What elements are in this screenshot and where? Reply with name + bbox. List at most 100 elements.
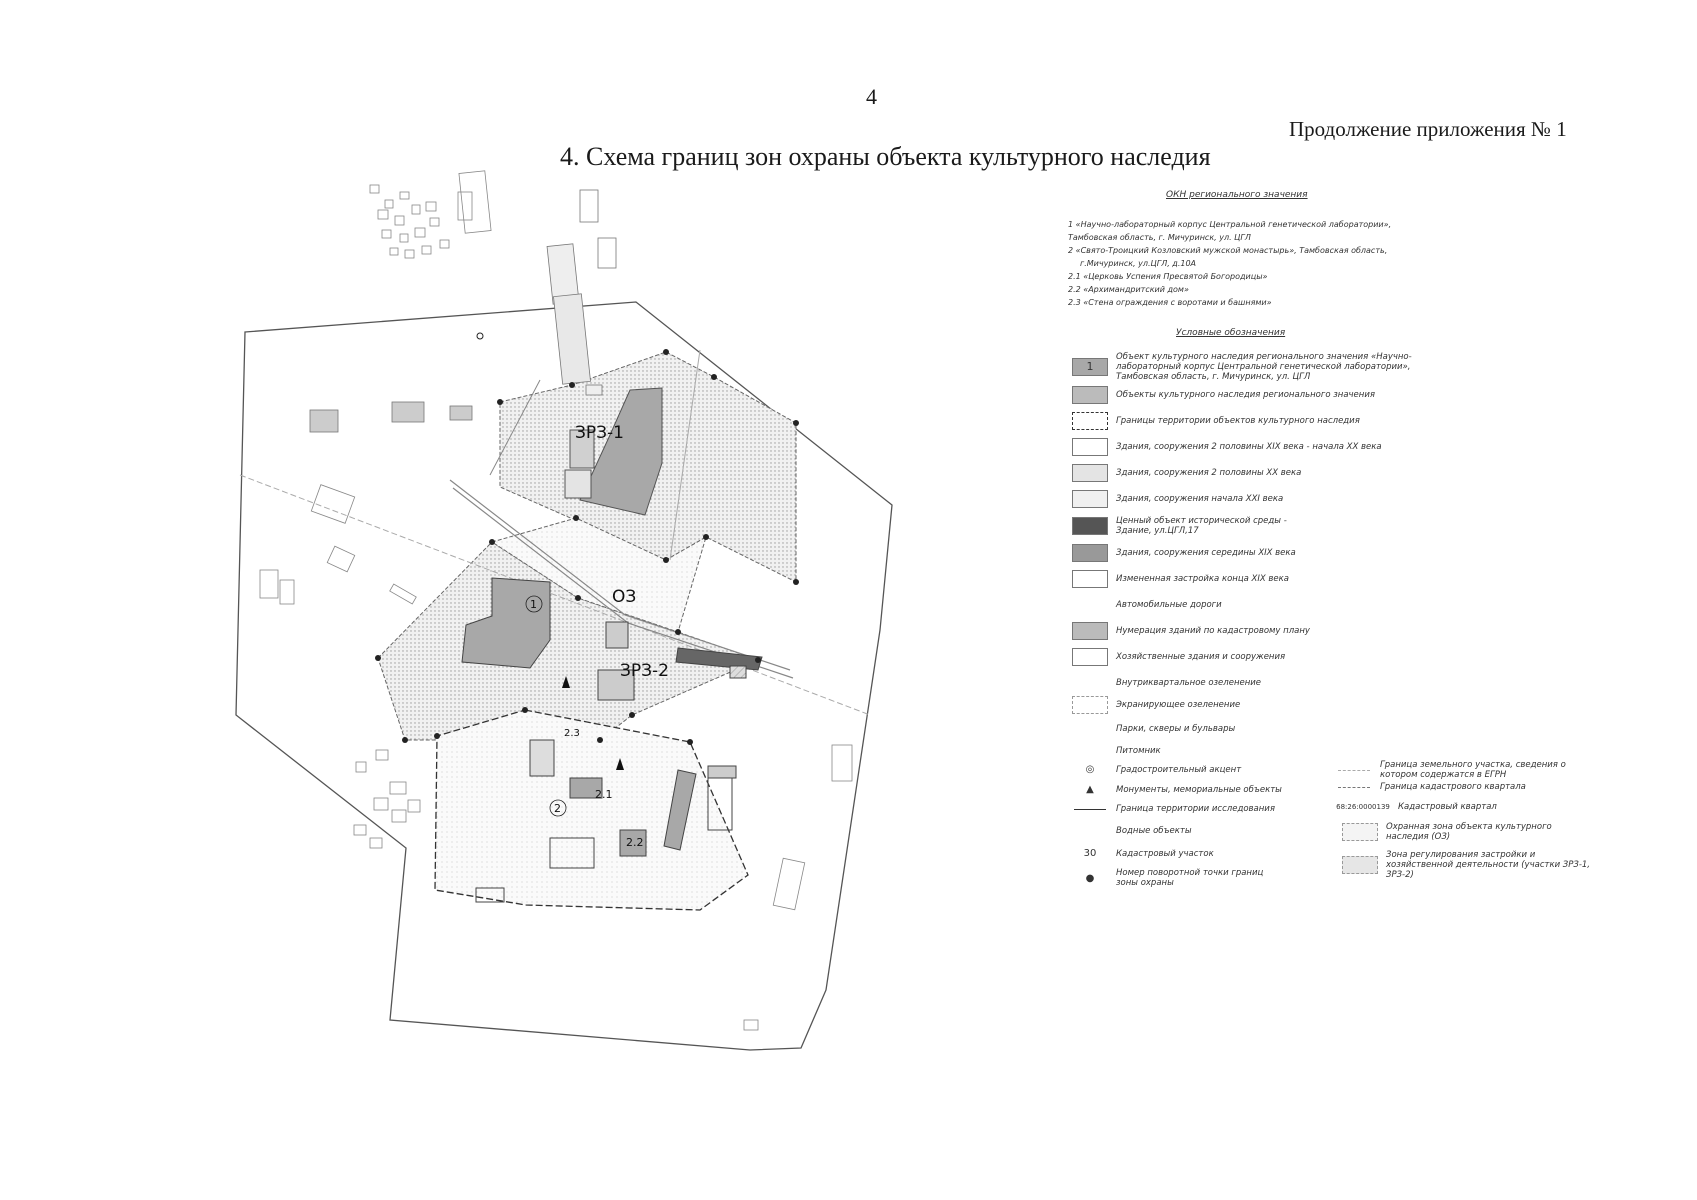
road bbox=[449, 479, 791, 671]
monument-icon bbox=[562, 676, 624, 770]
zr3-2-buildings bbox=[597, 621, 763, 701]
plot-boundary-icon bbox=[1336, 769, 1372, 771]
legend-swatch bbox=[1072, 742, 1108, 760]
okn-item: 2 «Свято-Троицкий Козловский мужской мон… bbox=[1068, 246, 1388, 255]
building-label-2: 2 bbox=[554, 802, 561, 815]
legend-swatch bbox=[1072, 648, 1108, 666]
legend-swatch bbox=[1342, 856, 1378, 874]
legend-label: Хозяйственные здания и сооружения bbox=[1116, 652, 1286, 662]
legend-swatch bbox=[1072, 412, 1108, 430]
legend-label: Граница территории исследования bbox=[1116, 804, 1275, 814]
legend-item: Объекты культурного наследия регионально… bbox=[1072, 386, 1375, 404]
legend-item: Ценный объект исторической среды - Здани… bbox=[1072, 516, 1302, 536]
legend-item: Зона регулирования застройки и хозяйстве… bbox=[1342, 850, 1592, 880]
legend-swatch bbox=[1072, 674, 1108, 692]
legend-label: Номер поворотной точки границ зоны охран… bbox=[1116, 868, 1264, 888]
legend-swatch bbox=[1072, 464, 1108, 482]
turning-points bbox=[375, 349, 799, 745]
building-label-2-2: 2.2 bbox=[626, 836, 644, 849]
legend-label: Водные объекты bbox=[1116, 826, 1192, 836]
zr3-1-buildings bbox=[564, 387, 663, 516]
legend-label: Градостроительный акцент bbox=[1116, 764, 1242, 775]
boundary-line-icon bbox=[1072, 808, 1108, 810]
legend-swatch bbox=[1072, 386, 1108, 404]
okn-item: 2.3 «Стена ограждения с воротами и башня… bbox=[1068, 298, 1272, 307]
legend-item: Граница кадастрового квартала bbox=[1336, 782, 1526, 792]
building-label-2-1: 2.1 bbox=[595, 788, 613, 801]
legend-label: Кадастровый квартал bbox=[1398, 802, 1497, 812]
legend-item: ▲ Монументы, мемориальные объекты bbox=[1072, 784, 1282, 795]
legend-swatch bbox=[1072, 720, 1108, 738]
legend-item: Измененная застройка конца XIX века bbox=[1072, 570, 1289, 588]
legend-swatch bbox=[1072, 696, 1108, 714]
legend-label: Измененная застройка конца XIX века bbox=[1116, 574, 1289, 584]
houses-southwest bbox=[353, 749, 421, 849]
okn-item: 2.1 «Церковь Успения Пресвятой Богородиц… bbox=[1068, 272, 1268, 281]
legend-item: 1 Объект культурного наследия региональн… bbox=[1072, 352, 1417, 382]
protection-zones-map: ЗРЗ-1 ЗРЗ-2 ОЗ 1 2 2.1 2.2 2.3 bbox=[235, 170, 893, 1051]
buildings-north bbox=[309, 189, 617, 433]
monastery-territory bbox=[434, 709, 749, 911]
legend-swatch bbox=[1072, 570, 1108, 588]
legend-swatch: 1 bbox=[1072, 358, 1108, 376]
legend-item: Здания, сооружения 2 половины XX века bbox=[1072, 464, 1301, 482]
okn-item: Тамбовская область, г. Мичуринск, ул. ЦГ… bbox=[1068, 233, 1251, 242]
road bbox=[239, 474, 871, 716]
legend-label: Ценный объект исторической среды - Здани… bbox=[1116, 516, 1287, 536]
legend-item: Здания, сооружения начала XXI века bbox=[1072, 490, 1283, 508]
urban-accent-icon bbox=[476, 332, 484, 340]
monument-icon: ▲ bbox=[1086, 784, 1094, 795]
legend-item: Питомник bbox=[1072, 742, 1161, 760]
zone-label-zr3-2: ЗРЗ-2 bbox=[620, 661, 669, 681]
okn-title: ОКН регионального значения bbox=[1166, 190, 1308, 200]
building-1 bbox=[461, 577, 551, 669]
legend-item: Здания, сооружения 2 половины XIX века -… bbox=[1072, 438, 1382, 456]
legend-item: Границы территории объектов культурного … bbox=[1072, 412, 1360, 430]
legend-swatch bbox=[1072, 517, 1108, 535]
buildings-west bbox=[259, 484, 417, 605]
buildings-southeast bbox=[743, 744, 853, 1031]
legend-label: Здания, сооружения середины XIX века bbox=[1116, 548, 1296, 558]
building-label-2-3: 2.3 bbox=[564, 728, 580, 739]
legend-label: Границы территории объектов культурного … bbox=[1116, 416, 1360, 426]
legend-item: Охранная зона объекта культурного наслед… bbox=[1342, 822, 1592, 842]
okn-item: 1 «Научно-лабораторный корпус Центрально… bbox=[1068, 220, 1392, 229]
okn-list: 1 «Научно-лабораторный корпус Центрально… bbox=[1068, 218, 1458, 309]
legend-label: Внутриквартальное озеленение bbox=[1116, 678, 1262, 688]
legend-item: ◎ Градостроительный акцент bbox=[1072, 764, 1242, 775]
legend-item: Водные объекты bbox=[1072, 826, 1192, 836]
legend-swatch bbox=[1342, 823, 1378, 841]
page-number: 4 bbox=[866, 84, 877, 109]
page-title: 4. Схема границ зон охраны объекта культ… bbox=[560, 142, 1211, 171]
legend-item: 68:26:0000139 Кадастровый квартал bbox=[1336, 802, 1497, 812]
legend-item: Здания, сооружения середины XIX века bbox=[1072, 544, 1296, 562]
cadastral-plot-number: 30 bbox=[1083, 848, 1097, 859]
legend-label: Автомобильные дороги bbox=[1116, 600, 1222, 610]
turning-point-icon: ● bbox=[1085, 872, 1095, 884]
urban-accent-icon: ◎ bbox=[1085, 764, 1095, 775]
legend-item: Граница земельного участка, сведения о к… bbox=[1336, 760, 1606, 780]
appendix-note: Продолжение приложения № 1 bbox=[1289, 117, 1567, 141]
legend-label: Кадастровый участок bbox=[1116, 848, 1214, 859]
legend-label: Охранная зона объекта культурного наслед… bbox=[1386, 822, 1552, 842]
legend-label: Парки, скверы и бульвары bbox=[1116, 724, 1236, 734]
legend-item: 30 Кадастровый участок bbox=[1072, 848, 1214, 859]
legend-item: Нумерация зданий по кадастровому плану bbox=[1072, 622, 1310, 640]
legend-swatch bbox=[1072, 596, 1108, 614]
legend-label: Объект культурного наследия региональног… bbox=[1116, 352, 1412, 382]
legend-label: Здания, сооружения 2 половины XX века bbox=[1116, 468, 1302, 478]
cadastral-quarter-number: 68:26:0000139 bbox=[1336, 803, 1390, 811]
legend-label: Нумерация зданий по кадастровому плану bbox=[1116, 626, 1310, 636]
legend-swatch bbox=[1072, 544, 1108, 562]
building-label-1: 1 bbox=[530, 598, 537, 611]
legend-label: Объекты культурного наследия регионально… bbox=[1116, 390, 1375, 400]
legend-item: Внутриквартальное озеленение bbox=[1072, 674, 1261, 692]
okn-item: 2.2 «Архимандритский дом» bbox=[1068, 285, 1189, 294]
legend-swatch bbox=[1072, 622, 1108, 640]
road bbox=[489, 379, 541, 476]
legend-label: Граница кадастрового квартала bbox=[1380, 782, 1526, 792]
legend-swatch bbox=[1072, 490, 1108, 508]
legend-label: Зона регулирования застройки и хозяйстве… bbox=[1386, 850, 1591, 880]
legend-label: Здания, сооружения начала XXI века bbox=[1116, 494, 1284, 504]
legend-item: ● Номер поворотной точки границ зоны охр… bbox=[1072, 868, 1272, 888]
